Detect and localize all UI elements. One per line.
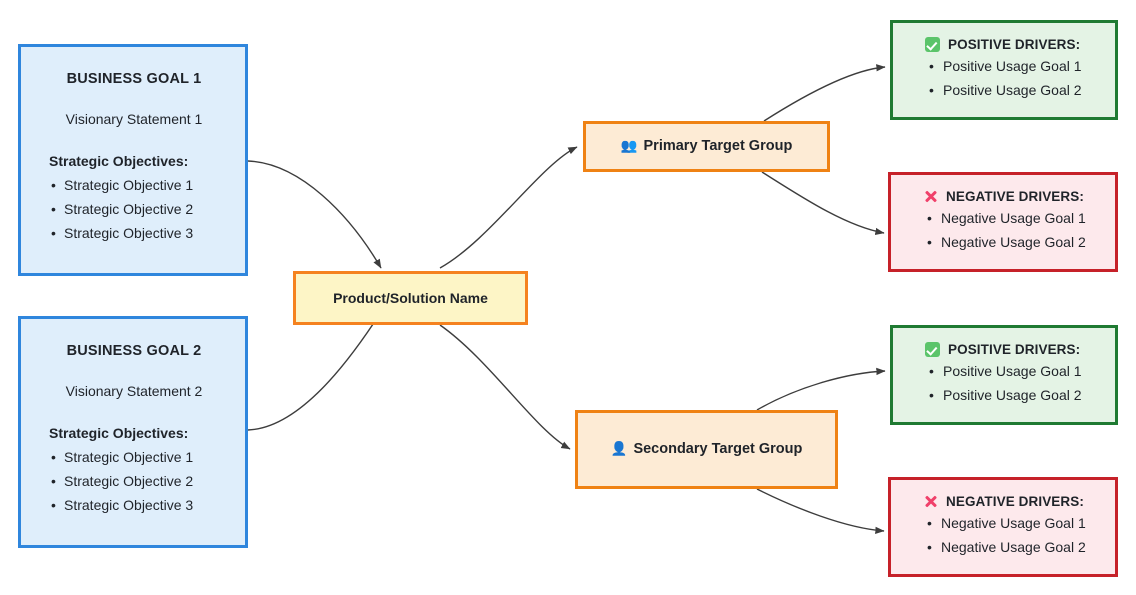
product-solution-label: Product/Solution Name [333, 290, 488, 306]
business-goal-1-objectives-label: Strategic Objectives: [49, 153, 189, 169]
secondary-positive-drivers-node[interactable]: POSITIVE DRIVERS: Positive Usage Goal 1 … [890, 325, 1118, 425]
business-goal-2-vision: Visionary Statement 2 [65, 383, 203, 399]
primary-positive-drivers-heading: POSITIVE DRIVERS: [925, 37, 1101, 52]
product-solution-node[interactable]: Product/Solution Name [293, 271, 528, 325]
edge-secondary-negative [756, 488, 885, 534]
edge-secondary-positive [756, 367, 886, 411]
primary-negative-drivers-heading: NEGATIVE DRIVERS: [923, 189, 1101, 204]
primary-target-group-content: 👥 Primary Target Group [607, 136, 807, 158]
primary-negative-drivers-node[interactable]: NEGATIVE DRIVERS: Negative Usage Goal 1 … [888, 172, 1118, 272]
list-item: Strategic Objective 3 [51, 493, 229, 517]
primary-target-group-label: Primary Target Group [643, 137, 793, 154]
list-item: Strategic Objective 2 [51, 469, 229, 493]
edge-goal2-product [247, 311, 382, 431]
primary-positive-drivers-node[interactable]: POSITIVE DRIVERS: Positive Usage Goal 1 … [890, 20, 1118, 120]
edge-goal1-product [247, 160, 382, 269]
list-item: Negative Usage Goal 1 [927, 205, 1101, 230]
secondary-positive-drivers-list: Positive Usage Goal 1 Positive Usage Goa… [907, 358, 1101, 408]
heading-text: NEGATIVE DRIVERS: [946, 494, 1084, 509]
list-item: Negative Usage Goal 1 [927, 510, 1101, 535]
business-goal-2-node[interactable]: BUSINESS GOAL 2 Visionary Statement 2 St… [18, 316, 248, 548]
business-goal-2-objectives-list: Strategic Objective 1 Strategic Objectiv… [39, 444, 229, 517]
list-item: Strategic Objective 1 [51, 444, 229, 469]
secondary-target-group-label: Secondary Target Group [633, 440, 803, 457]
edge-primary-negative [761, 171, 885, 236]
list-item: Positive Usage Goal 1 [929, 53, 1101, 78]
cross-mark-icon [923, 494, 938, 509]
business-goal-1-node[interactable]: BUSINESS GOAL 1 Visionary Statement 1 St… [18, 44, 248, 276]
edge-primary-positive [763, 64, 886, 122]
business-goal-2-title: BUSINESS GOAL 2 [66, 343, 202, 359]
business-goal-1-vision: Visionary Statement 1 [65, 111, 203, 127]
edge-product-primary [439, 146, 578, 269]
secondary-target-group-node[interactable]: 👤 Secondary Target Group [575, 410, 838, 489]
single-person-icon: 👤 [610, 440, 628, 456]
cross-mark-icon [923, 189, 938, 204]
heading-text: NEGATIVE DRIVERS: [946, 189, 1084, 204]
two-people-icon: 👥 [620, 137, 638, 153]
secondary-negative-drivers-list: Negative Usage Goal 1 Negative Usage Goa… [905, 510, 1101, 560]
list-item: Negative Usage Goal 2 [927, 535, 1101, 560]
list-item: Positive Usage Goal 2 [929, 383, 1101, 408]
secondary-target-group-content: 👤 Secondary Target Group [597, 439, 817, 461]
primary-target-group-node[interactable]: 👥 Primary Target Group [583, 121, 830, 172]
check-mark-icon [925, 342, 940, 357]
secondary-negative-drivers-node[interactable]: NEGATIVE DRIVERS: Negative Usage Goal 1 … [888, 477, 1118, 577]
secondary-negative-drivers-heading: NEGATIVE DRIVERS: [923, 494, 1101, 509]
business-goal-2-objectives-label: Strategic Objectives: [49, 425, 189, 441]
list-item: Strategic Objective 2 [51, 197, 229, 221]
heading-text: POSITIVE DRIVERS: [948, 37, 1081, 52]
business-goal-1-title: BUSINESS GOAL 1 [66, 71, 202, 87]
primary-positive-drivers-list: Positive Usage Goal 1 Positive Usage Goa… [907, 53, 1101, 103]
list-item: Positive Usage Goal 1 [929, 358, 1101, 383]
edge-product-secondary [439, 324, 571, 450]
heading-text: POSITIVE DRIVERS: [948, 342, 1081, 357]
check-mark-icon [925, 37, 940, 52]
primary-negative-drivers-list: Negative Usage Goal 1 Negative Usage Goa… [905, 205, 1101, 255]
list-item: Strategic Objective 1 [51, 172, 229, 197]
secondary-positive-drivers-heading: POSITIVE DRIVERS: [925, 342, 1101, 357]
business-goal-1-objectives-list: Strategic Objective 1 Strategic Objectiv… [39, 172, 229, 245]
list-item: Negative Usage Goal 2 [927, 230, 1101, 255]
list-item: Strategic Objective 3 [51, 221, 229, 245]
list-item: Positive Usage Goal 2 [929, 78, 1101, 103]
